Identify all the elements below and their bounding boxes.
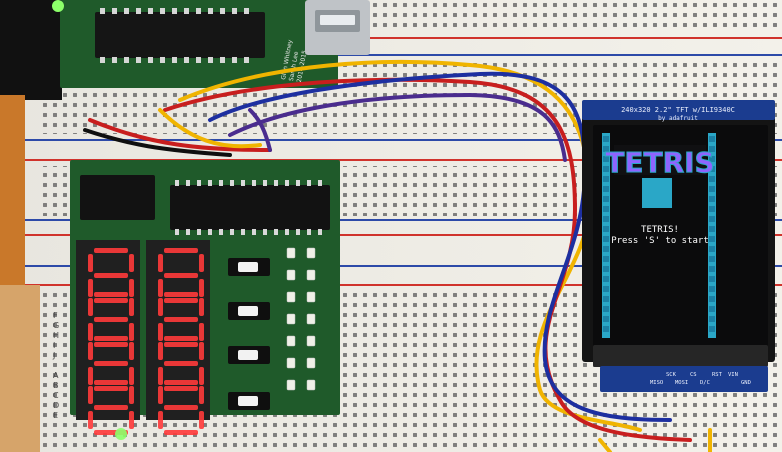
tetris-logo-text: TETRIS bbox=[605, 146, 714, 179]
tetris-logo: TETRIS bbox=[605, 145, 715, 208]
tft-pin-label: D/C bbox=[700, 380, 710, 386]
wire bbox=[83, 128, 232, 157]
wire bbox=[88, 118, 272, 152]
slide-switch-icon[interactable] bbox=[228, 346, 270, 364]
tft-pin-label: GND bbox=[741, 380, 751, 386]
tft-pcb-bottom bbox=[600, 366, 768, 392]
board-led bbox=[115, 428, 127, 440]
tetris-border-blocks bbox=[603, 136, 715, 332]
orange-label-block bbox=[0, 95, 25, 285]
row-letter: B bbox=[53, 381, 59, 390]
ic-chip bbox=[80, 175, 155, 220]
tft-screen-line2: Press 'S' to start bbox=[611, 236, 709, 246]
status-led bbox=[52, 0, 64, 12]
display-pcb bbox=[70, 160, 340, 440]
tft-bottom-connector bbox=[593, 345, 768, 367]
tft-header-subtitle: by adafruit bbox=[658, 115, 698, 122]
row-letters-left: A B C D E F G H I J bbox=[52, 311, 59, 420]
slide-switch-icon[interactable] bbox=[228, 392, 270, 410]
wire bbox=[158, 108, 262, 149]
tetris-border bbox=[602, 133, 716, 338]
wood-desk-edge bbox=[0, 285, 40, 452]
tft-pin-label: MISO bbox=[650, 380, 663, 386]
wire bbox=[163, 77, 692, 442]
tft-pin-label: SCK bbox=[666, 372, 677, 378]
usb-connector-icon bbox=[305, 0, 370, 55]
power-jack bbox=[0, 0, 62, 100]
row-letter: I bbox=[53, 341, 55, 350]
wire bbox=[228, 92, 567, 162]
wire bbox=[248, 108, 272, 152]
wire bbox=[598, 438, 612, 452]
tft-header-title: 240x320 2.2" TFT w/ILI9340C bbox=[621, 106, 735, 114]
row-letter: J bbox=[52, 351, 55, 360]
row-letter: G bbox=[53, 321, 59, 330]
ic-chip bbox=[170, 185, 330, 230]
row-letter: D bbox=[53, 401, 59, 410]
tft-pin-label: CS bbox=[690, 372, 697, 378]
top-pcb: Glen Whitney Sarah Lee 2014-2015 bbox=[52, 0, 338, 88]
tft-pin-label: VIN bbox=[728, 372, 738, 378]
tft-screen-line1: TETRIS! bbox=[641, 225, 679, 235]
tft-pin-label: RST bbox=[712, 372, 723, 378]
tft-pin-labels: GND VIN RST D/C CS MOSI SCK MISO bbox=[650, 372, 751, 386]
row-letter: C bbox=[53, 391, 59, 400]
row-letter: A bbox=[53, 371, 59, 380]
tft-pin-label: MOSI bbox=[675, 380, 688, 386]
row-letter: F bbox=[53, 311, 58, 320]
slide-switch-icon[interactable] bbox=[228, 258, 270, 276]
row-letter: H bbox=[53, 331, 59, 340]
row-letter: E bbox=[53, 411, 58, 420]
led-array bbox=[286, 247, 316, 391]
tft-screen bbox=[593, 125, 768, 350]
slide-switch-icon[interactable] bbox=[228, 302, 270, 320]
tft-module: 240x320 2.2" TFT w/ILI9340C by adafruit … bbox=[582, 100, 775, 392]
seven-seg-digit-icon bbox=[88, 248, 204, 435]
